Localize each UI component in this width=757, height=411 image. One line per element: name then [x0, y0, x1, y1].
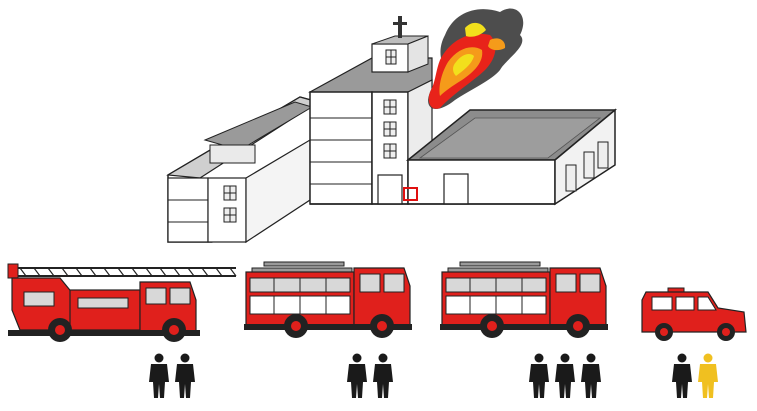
crew-member-icon — [175, 353, 195, 398]
crew-member-icon — [672, 353, 692, 398]
hospital-building-icon — [166, 16, 618, 244]
turntable-ladder-truck-icon — [7, 263, 237, 342]
crew-member-icon — [529, 353, 549, 398]
command-car-icon — [641, 287, 747, 341]
fire-engine-icon — [440, 261, 608, 338]
fire-icon — [428, 8, 524, 110]
crew-member-icon — [149, 353, 169, 398]
crew-member-icon — [347, 353, 367, 398]
fire-engine-icon — [244, 261, 412, 338]
crew-member-icon — [555, 353, 575, 398]
crew-member-icon — [373, 353, 393, 398]
cross-icon — [393, 16, 407, 38]
fire-alarm-box — [403, 187, 418, 201]
crew-member-icon — [581, 353, 601, 398]
ladder — [7, 263, 237, 279]
crew-member-icon — [698, 353, 718, 398]
crew-layer — [149, 353, 718, 398]
